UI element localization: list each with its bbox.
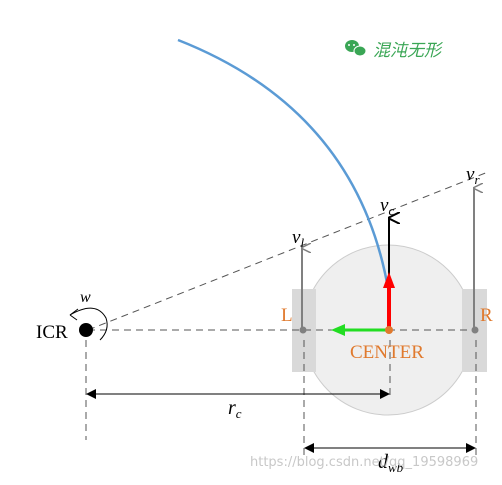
v-left-subscript: l	[300, 235, 304, 250]
rc-subscript: c	[236, 406, 242, 421]
left-wheel-label: L	[281, 305, 293, 326]
wechat-icon	[345, 40, 367, 57]
trajectory-arc	[177, 38, 390, 289]
v-right-label: vr	[466, 164, 480, 187]
rc-symbol: r	[228, 397, 236, 419]
lateral-arrow-head	[331, 324, 345, 336]
v-left-symbol: v	[292, 227, 301, 248]
top-watermark-text: 混沌无形	[373, 41, 443, 61]
omega-label: w	[80, 289, 91, 306]
center-label: CENTER	[350, 342, 424, 363]
dwb-arrow-right	[466, 443, 476, 453]
v-right-symbol: v	[466, 164, 475, 185]
v-center-label: vc	[380, 195, 394, 218]
right-wheel-contact-point	[471, 326, 479, 334]
v-left-label: vl	[292, 227, 304, 250]
center-point	[385, 326, 393, 334]
rc-label: rc	[228, 397, 242, 421]
right-wheel-label: R	[480, 305, 493, 326]
icr-label: ICR	[36, 322, 68, 343]
rc-arrow-right	[380, 389, 390, 399]
v-center-subscript: c	[388, 203, 394, 218]
v-right-subscript: r	[474, 172, 480, 187]
top-watermark: 混沌无形	[345, 40, 443, 61]
left-wheel-contact-point	[299, 326, 307, 334]
heading-arrow-head	[383, 272, 395, 288]
dwb-subscript: wb	[388, 460, 404, 475]
dwb-label: dwb	[378, 451, 404, 475]
bottom-watermark-text: https://blog.csdn.net/qq_19598969	[250, 455, 478, 470]
rc-arrow-left	[86, 389, 96, 399]
v-center-symbol: v	[380, 195, 389, 216]
omega-arrow-head	[69, 308, 79, 321]
dwb-symbol: d	[378, 451, 389, 473]
icr-point	[79, 323, 93, 337]
omega-rotation-arc	[69, 307, 108, 341]
dwb-arrow-left	[304, 443, 314, 453]
